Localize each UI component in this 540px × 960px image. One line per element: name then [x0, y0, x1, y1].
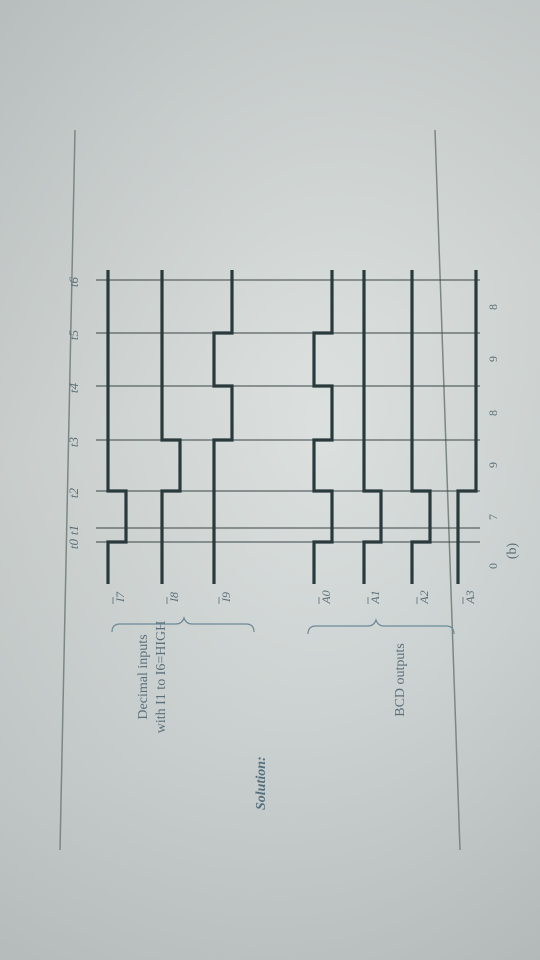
waveform-i8 — [160, 270, 182, 584]
waveform-a3 — [456, 270, 478, 584]
decimal-value-label: 7 — [486, 514, 500, 520]
waveforms — [106, 270, 478, 584]
decimal-inputs-brace — [111, 616, 255, 633]
waveform-a1 — [362, 270, 383, 584]
waveform-a0 — [312, 270, 334, 584]
page-rule-top — [59, 129, 76, 851]
bcd-outputs-brace — [307, 618, 455, 635]
time-label: t0 — [66, 538, 81, 549]
decimal-inputs-label: Decimal inputs — [136, 634, 151, 719]
decimal-value-label: 9 — [486, 356, 500, 362]
signal-label: A2 — [417, 590, 431, 604]
solution-label: Solution: — [254, 756, 269, 810]
diagram-labels: Solution: Decimal inputs with I1 to I6=H… — [66, 276, 520, 810]
time-label: t3 — [66, 436, 81, 447]
waveform-a2 — [410, 270, 432, 584]
waveform-i7 — [106, 270, 128, 584]
signal-label: A1 — [368, 590, 382, 604]
signal-label: A0 — [319, 590, 333, 604]
signal-label: I9 — [219, 592, 233, 603]
time-label: t2 — [66, 487, 81, 498]
signal-label: I8 — [167, 592, 181, 603]
decimal-inputs-sublabel: with I1 to I6=HIGH — [154, 621, 169, 734]
decimal-value-label: 9 — [486, 462, 500, 468]
time-label: t4 — [66, 382, 81, 393]
waveform-i9 — [212, 270, 234, 584]
decimal-value-label: 8 — [486, 304, 500, 310]
signal-label: I7 — [113, 591, 127, 603]
clock-gridlines — [96, 279, 480, 543]
time-label: t6 — [66, 276, 81, 287]
decimal-value-label: 8 — [486, 410, 500, 416]
page-rule-bottom — [434, 129, 461, 851]
figure-caption: (b) — [505, 543, 520, 560]
decimal-value-label: 0 — [486, 563, 500, 569]
signal-label: A3 — [463, 590, 477, 604]
time-label: t1 — [66, 525, 81, 535]
time-label: t5 — [66, 329, 81, 340]
bcd-outputs-label: BCD outputs — [393, 643, 408, 717]
